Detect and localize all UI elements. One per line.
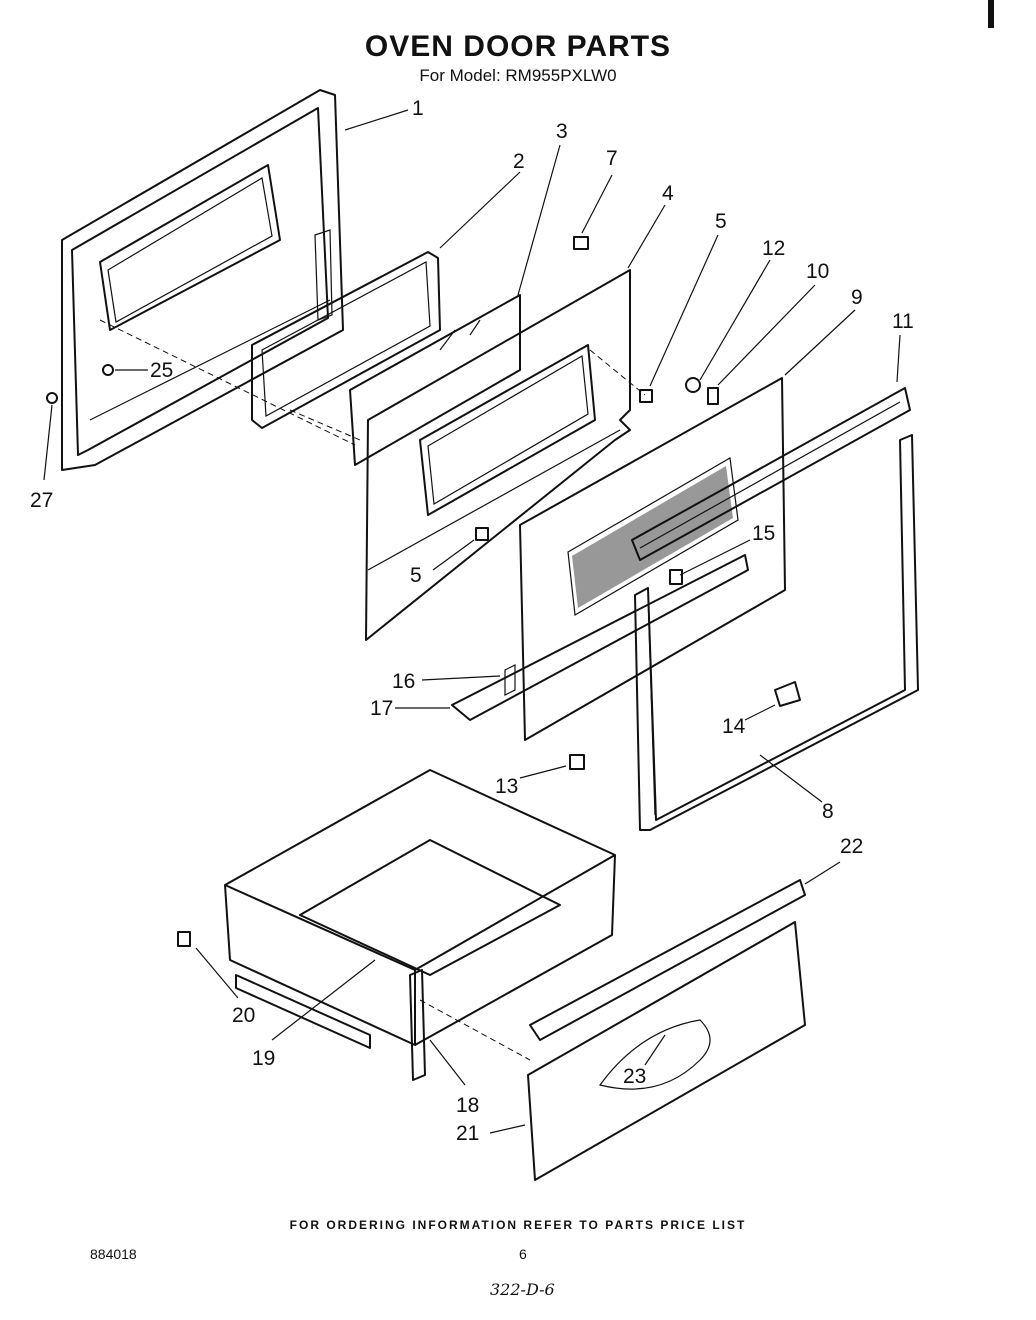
callout-22: 22 <box>840 835 863 858</box>
callout-25: 25 <box>150 359 173 382</box>
small-clips <box>46 236 801 770</box>
door-gasket <box>251 251 441 429</box>
door-handle-trim <box>631 387 911 561</box>
callout-numbers: 1 2 3 7 4 5 12 10 9 11 25 27 5 15 16 17 … <box>30 97 914 1145</box>
document-number: 884018 <box>90 1246 137 1262</box>
door-liner <box>365 269 631 641</box>
callout-1: 1 <box>412 97 424 120</box>
drawer-front-panel <box>527 921 806 1181</box>
callout-7: 7 <box>606 147 618 170</box>
callout-19: 19 <box>252 1047 275 1070</box>
drawer-clip <box>177 931 191 947</box>
ordering-note: FOR ORDERING INFORMATION REFER TO PARTS … <box>289 1218 747 1232</box>
callout-5b: 5 <box>410 564 422 587</box>
callout-15: 15 <box>752 522 775 545</box>
callout-23: 23 <box>623 1065 646 1088</box>
callout-27: 27 <box>30 489 53 512</box>
callout-12: 12 <box>762 237 785 260</box>
callout-9: 9 <box>851 286 863 309</box>
callout-11: 11 <box>892 310 914 333</box>
alignment-lines <box>99 319 646 1061</box>
callout-16: 16 <box>392 670 415 693</box>
storage-drawer <box>224 769 616 1081</box>
margin-marker <box>988 0 994 28</box>
callout-10: 10 <box>806 260 829 283</box>
callout-13: 13 <box>495 775 518 798</box>
callout-5: 5 <box>715 210 727 233</box>
callout-21: 21 <box>456 1122 479 1145</box>
door-bottom-rail <box>451 554 749 721</box>
drawer-rail <box>529 879 806 1041</box>
outer-door-panel <box>61 89 344 471</box>
model-subtitle: For Model: RM955PXLW0 <box>419 66 617 85</box>
page-title: OVEN DOOR PARTS <box>364 30 672 63</box>
callout-20: 20 <box>232 1004 255 1027</box>
inner-glass <box>349 294 521 466</box>
handwritten-reference: 322-D-6 <box>490 1280 555 1299</box>
callout-14: 14 <box>722 715 746 738</box>
leader-lines <box>43 109 901 1134</box>
callout-8: 8 <box>822 800 834 823</box>
callout-2: 2 <box>513 150 525 173</box>
callout-18: 18 <box>456 1094 479 1117</box>
callout-3: 3 <box>556 120 568 143</box>
page-number: 6 <box>519 1246 527 1262</box>
door-frame <box>634 434 919 831</box>
callout-17: 17 <box>370 697 393 720</box>
callout-4: 4 <box>662 182 674 205</box>
